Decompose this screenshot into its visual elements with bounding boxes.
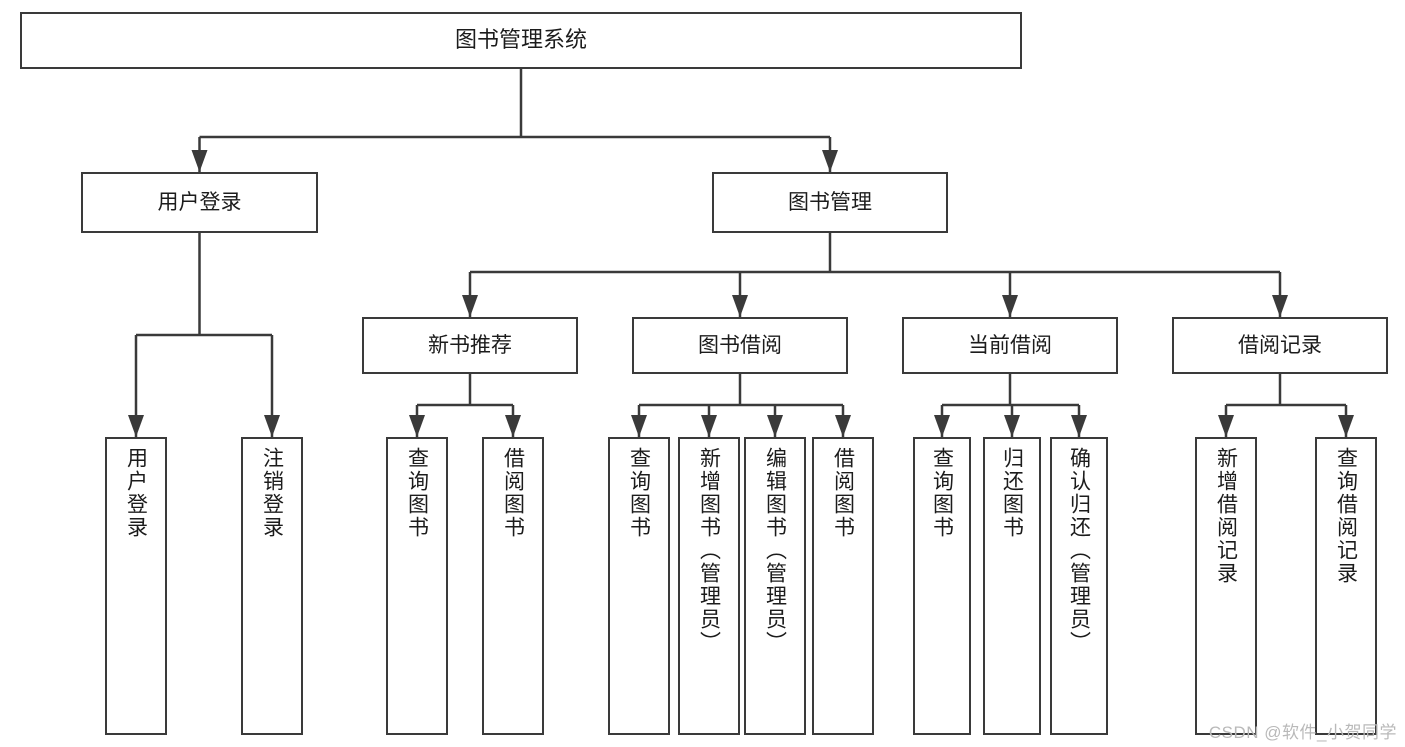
node-l2-current[interactable]: 当前借阅 [902, 317, 1118, 374]
node-l3-cur-return[interactable]: 归还图书 [983, 437, 1041, 735]
arrowhead-icon [631, 415, 647, 437]
node-l3-user-login[interactable]: 用户登录 [105, 437, 167, 735]
arrowhead-icon [767, 415, 783, 437]
node-l2-record[interactable]: 借阅记录 [1172, 317, 1388, 374]
node-label: 查询图书 [405, 447, 429, 539]
node-label: 查询借阅记录 [1334, 447, 1358, 585]
node-label: 用户登录 [157, 190, 242, 214]
node-label: 图书管理 [788, 190, 872, 214]
node-l1-user[interactable]: 用户登录 [81, 172, 318, 233]
node-l3-rec-query[interactable]: 查询借阅记录 [1315, 437, 1377, 735]
node-l3-br-add[interactable]: 新增图书（管理员） [678, 437, 740, 735]
arrowhead-icon [409, 415, 425, 437]
arrowhead-icon [505, 415, 521, 437]
node-label: 注销登录 [260, 447, 284, 539]
node-root[interactable]: 图书管理系统 [20, 12, 1022, 69]
node-l3-br-edit[interactable]: 编辑图书（管理员） [744, 437, 806, 735]
node-l3-new-borrow[interactable]: 借阅图书 [482, 437, 544, 735]
node-label: 查询图书 [627, 447, 651, 539]
arrowhead-icon [732, 295, 748, 317]
watermark-text: CSDN @软件_小贺同学 [1208, 723, 1397, 742]
node-l2-new[interactable]: 新书推荐 [362, 317, 578, 374]
node-label: 借阅图书 [501, 447, 525, 539]
node-l2-borrow[interactable]: 图书借阅 [632, 317, 848, 374]
arrowhead-icon [128, 415, 144, 437]
node-label: 编辑图书（管理员） [763, 447, 787, 654]
arrowhead-icon [191, 150, 208, 172]
node-label: 图书管理系统 [454, 27, 587, 53]
node-l3-new-query[interactable]: 查询图书 [386, 437, 448, 735]
node-label: 确认归还（管理员） [1067, 447, 1091, 654]
node-label: 借阅图书 [831, 447, 855, 539]
node-label: 新增图书（管理员） [697, 447, 721, 654]
arrowhead-icon [1218, 415, 1234, 437]
node-label: 当前借阅 [968, 333, 1052, 357]
node-label: 图书借阅 [698, 333, 782, 357]
node-label: 用户登录 [124, 447, 148, 539]
node-label: 查询图书 [930, 447, 954, 539]
node-l3-user-logout[interactable]: 注销登录 [241, 437, 303, 735]
node-label: 新书推荐 [428, 333, 512, 357]
arrowhead-icon [264, 415, 280, 437]
arrowhead-icon [462, 295, 478, 317]
node-l3-br-borrow[interactable]: 借阅图书 [812, 437, 874, 735]
arrowhead-icon [1004, 415, 1020, 437]
arrowhead-icon [1338, 415, 1354, 437]
arrowhead-icon [822, 150, 838, 172]
node-label: 借阅记录 [1238, 333, 1322, 357]
arrowhead-icon [1002, 295, 1018, 317]
arrowhead-icon [835, 415, 851, 437]
arrowhead-icon [1272, 295, 1288, 317]
node-label: 归还图书 [1000, 447, 1024, 539]
node-label: 新增借阅记录 [1214, 447, 1238, 585]
arrowhead-icon [934, 415, 950, 437]
node-l3-br-query[interactable]: 查询图书 [608, 437, 670, 735]
node-l3-cur-confirm[interactable]: 确认归还（管理员） [1050, 437, 1108, 735]
node-l3-cur-query[interactable]: 查询图书 [913, 437, 971, 735]
arrowhead-icon [701, 415, 717, 437]
arrowhead-icon [1071, 415, 1087, 437]
node-l3-rec-add[interactable]: 新增借阅记录 [1195, 437, 1257, 735]
node-l1-book[interactable]: 图书管理 [712, 172, 948, 233]
